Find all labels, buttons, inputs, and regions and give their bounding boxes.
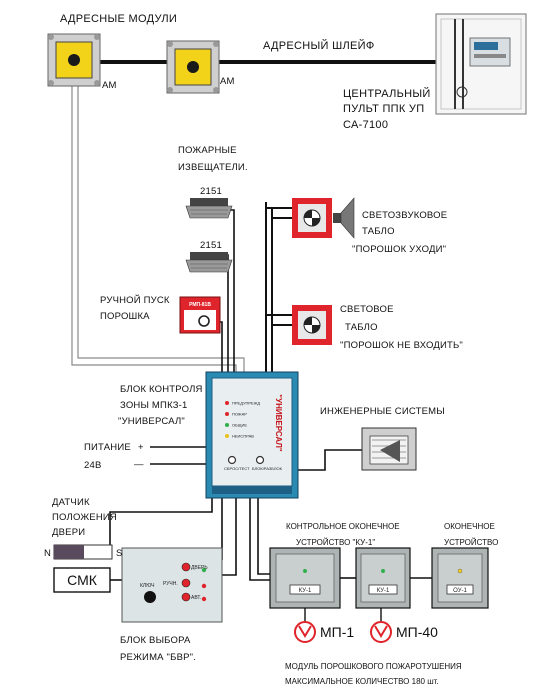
label-light-sound-3: "ПОРОШОК УХОДИ" xyxy=(352,244,446,255)
ou-1-device: ОУ-1 xyxy=(431,547,489,609)
detector-wire-a xyxy=(208,209,235,372)
door-sensor-wire xyxy=(109,498,213,552)
label-engineering-systems: ИНЖЕНЕРНЫЕ СИСТЕМЫ xyxy=(320,406,445,417)
light-sound-board xyxy=(292,198,332,238)
light-board-icon xyxy=(292,305,332,345)
label-light-sound-2: ТАБЛО xyxy=(362,226,395,237)
label-plus: + xyxy=(138,442,144,453)
panel-brand: "УНИВЕРСАЛ" xyxy=(274,394,283,452)
bvr-door: ДВЕРЬ xyxy=(191,565,208,571)
smoke-detector-2 xyxy=(185,252,233,273)
label-control-unit-1: БЛОК КОНТРОЛЯ xyxy=(120,384,203,395)
cu-indicator-1: ПРЕДУПРЕЖД xyxy=(232,401,260,406)
ku-line-wire-a xyxy=(249,498,270,581)
label-end-device-2: УСТРОЙСТВО xyxy=(444,538,498,547)
label-am-2: АМ xyxy=(220,76,235,87)
ku-1-label-a: КУ-1 xyxy=(299,588,312,594)
label-mode-unit-2: РЕЖИМА "БВР". xyxy=(120,652,196,663)
label-control-unit-2: ЗОНЫ МПКЗ-1 xyxy=(120,400,188,411)
smk-box xyxy=(53,567,111,593)
label-smk: СМК xyxy=(67,572,98,588)
ku-1-device-b: КУ-1 xyxy=(355,547,411,609)
door-magnet-icon xyxy=(53,544,113,560)
module-1-drop-wire xyxy=(71,72,237,372)
label-detector-1: 2151 xyxy=(200,186,222,197)
label-central-panel-3: СА-7100 xyxy=(343,119,388,131)
label-door-sensor-2: ПОЛОЖЕНИЯ xyxy=(52,512,117,523)
label-light-board-2: ТАБЛО xyxy=(345,322,378,333)
ku-1-label-b: КУ-1 xyxy=(377,588,390,594)
label-address-loop: АДРЕСНЫЙ ШЛЕЙФ xyxy=(263,39,375,52)
label-ctrl-end-device-1: КОНТРОЛЬНОЕ ОКОНЕЧНОЕ xyxy=(286,522,400,531)
label-mp40: МП-40 xyxy=(396,624,438,640)
engineering-wire xyxy=(298,449,362,471)
smoke-detector-1 xyxy=(185,198,233,219)
label-fire-detectors-2: ИЗВЕЩАТЕЛИ. xyxy=(178,162,248,173)
label-module-note-1: МОДУЛЬ ПОРОШКОВОГО ПОЖАРОТУШЕНИЯ xyxy=(285,662,462,671)
control-unit-icon: ПРЕДУПРЕЖД ПОЖАР ОБЩИЕ НЕИСПРАВ СБРОС/ТЕ… xyxy=(205,371,299,499)
bvr-auto: АВТ. xyxy=(191,595,201,601)
bvr-key: КЛЮЧ xyxy=(140,583,154,589)
manual-start-tag: РМП-81В xyxy=(189,302,211,308)
label-light-sound-1: СВЕТОЗВУКОВОЕ xyxy=(362,210,447,221)
label-door-sensor-1: ДАТЧИК xyxy=(52,497,90,508)
label-pole-n: N xyxy=(44,548,51,559)
label-power-2: 24В xyxy=(84,460,102,471)
label-fire-detectors-1: ПОЖАРНЫЕ xyxy=(178,145,237,156)
module-1-drop-wire-2 xyxy=(77,72,245,372)
label-module-note-2: МАКСИМАЛЬНОЕ КОЛИЧЕСТВО 180 шт. xyxy=(285,677,439,686)
label-manual-start-2: ПОРОШКА xyxy=(100,311,150,322)
label-end-device-1: ОКОНЕЧНОЕ xyxy=(444,522,495,531)
label-central-panel-2: ПУЛЬТ ППК УП xyxy=(343,103,424,115)
powder-module-mp1-icon xyxy=(294,621,316,643)
label-control-unit-3: "УНИВЕРСАЛ" xyxy=(118,416,185,427)
mode-unit-wire-b xyxy=(222,498,237,576)
ku-line-wire-b xyxy=(257,498,270,575)
label-door-sensor-3: ДВЕРИ xyxy=(52,527,85,538)
cu-indicator-4: НЕИСПРАВ xyxy=(232,434,254,439)
label-minus: — xyxy=(134,459,144,470)
cu-indicator-3: ОБЩИЕ xyxy=(232,423,247,428)
powder-module-mp40-icon xyxy=(370,621,392,643)
label-mp1: МП-1 xyxy=(320,624,354,640)
bvr-manual: РУЧН. xyxy=(163,581,178,587)
label-address-modules: АДРЕСНЫЕ МОДУЛИ xyxy=(60,13,177,25)
label-pole-s: S xyxy=(116,548,123,559)
cu-button-1: СБРОС/ТЕСТ xyxy=(224,466,250,471)
manual-call-point-icon: РМП-81В xyxy=(179,296,221,334)
label-detector-2: 2151 xyxy=(200,240,222,251)
damper-icon xyxy=(361,427,417,471)
address-module-1 xyxy=(47,33,101,87)
ku-1-device-a: КУ-1 xyxy=(269,547,341,609)
mode-select-unit: ДВЕРЬ РУЧН. АВТ. КЛЮЧ xyxy=(121,547,223,623)
cu-button-2: БЛОК/РАЗБЛОК xyxy=(252,466,283,471)
label-power-1: ПИТАНИЕ xyxy=(84,442,131,453)
cu-indicator-2: ПОЖАР xyxy=(232,412,247,417)
address-module-2 xyxy=(166,40,220,94)
label-central-panel-1: ЦЕНТРАЛЬНЫЙ xyxy=(343,87,431,100)
label-light-board-3: "ПОРОШОК НЕ ВХОДИТЬ" xyxy=(340,340,463,351)
siren-icon xyxy=(333,197,355,239)
ou-1-label: ОУ-1 xyxy=(453,588,467,594)
label-light-board-1: СВЕТОВОЕ xyxy=(340,304,394,315)
label-ctrl-end-device-2: УСТРОЙСТВО "КУ-1" xyxy=(296,538,375,547)
label-manual-start-1: РУЧНОЙ ПУСК xyxy=(100,294,170,306)
label-am-1: АМ xyxy=(102,80,117,91)
label-mode-unit-1: БЛОК ВЫБОРА xyxy=(120,635,191,646)
central-panel-icon xyxy=(435,13,527,115)
